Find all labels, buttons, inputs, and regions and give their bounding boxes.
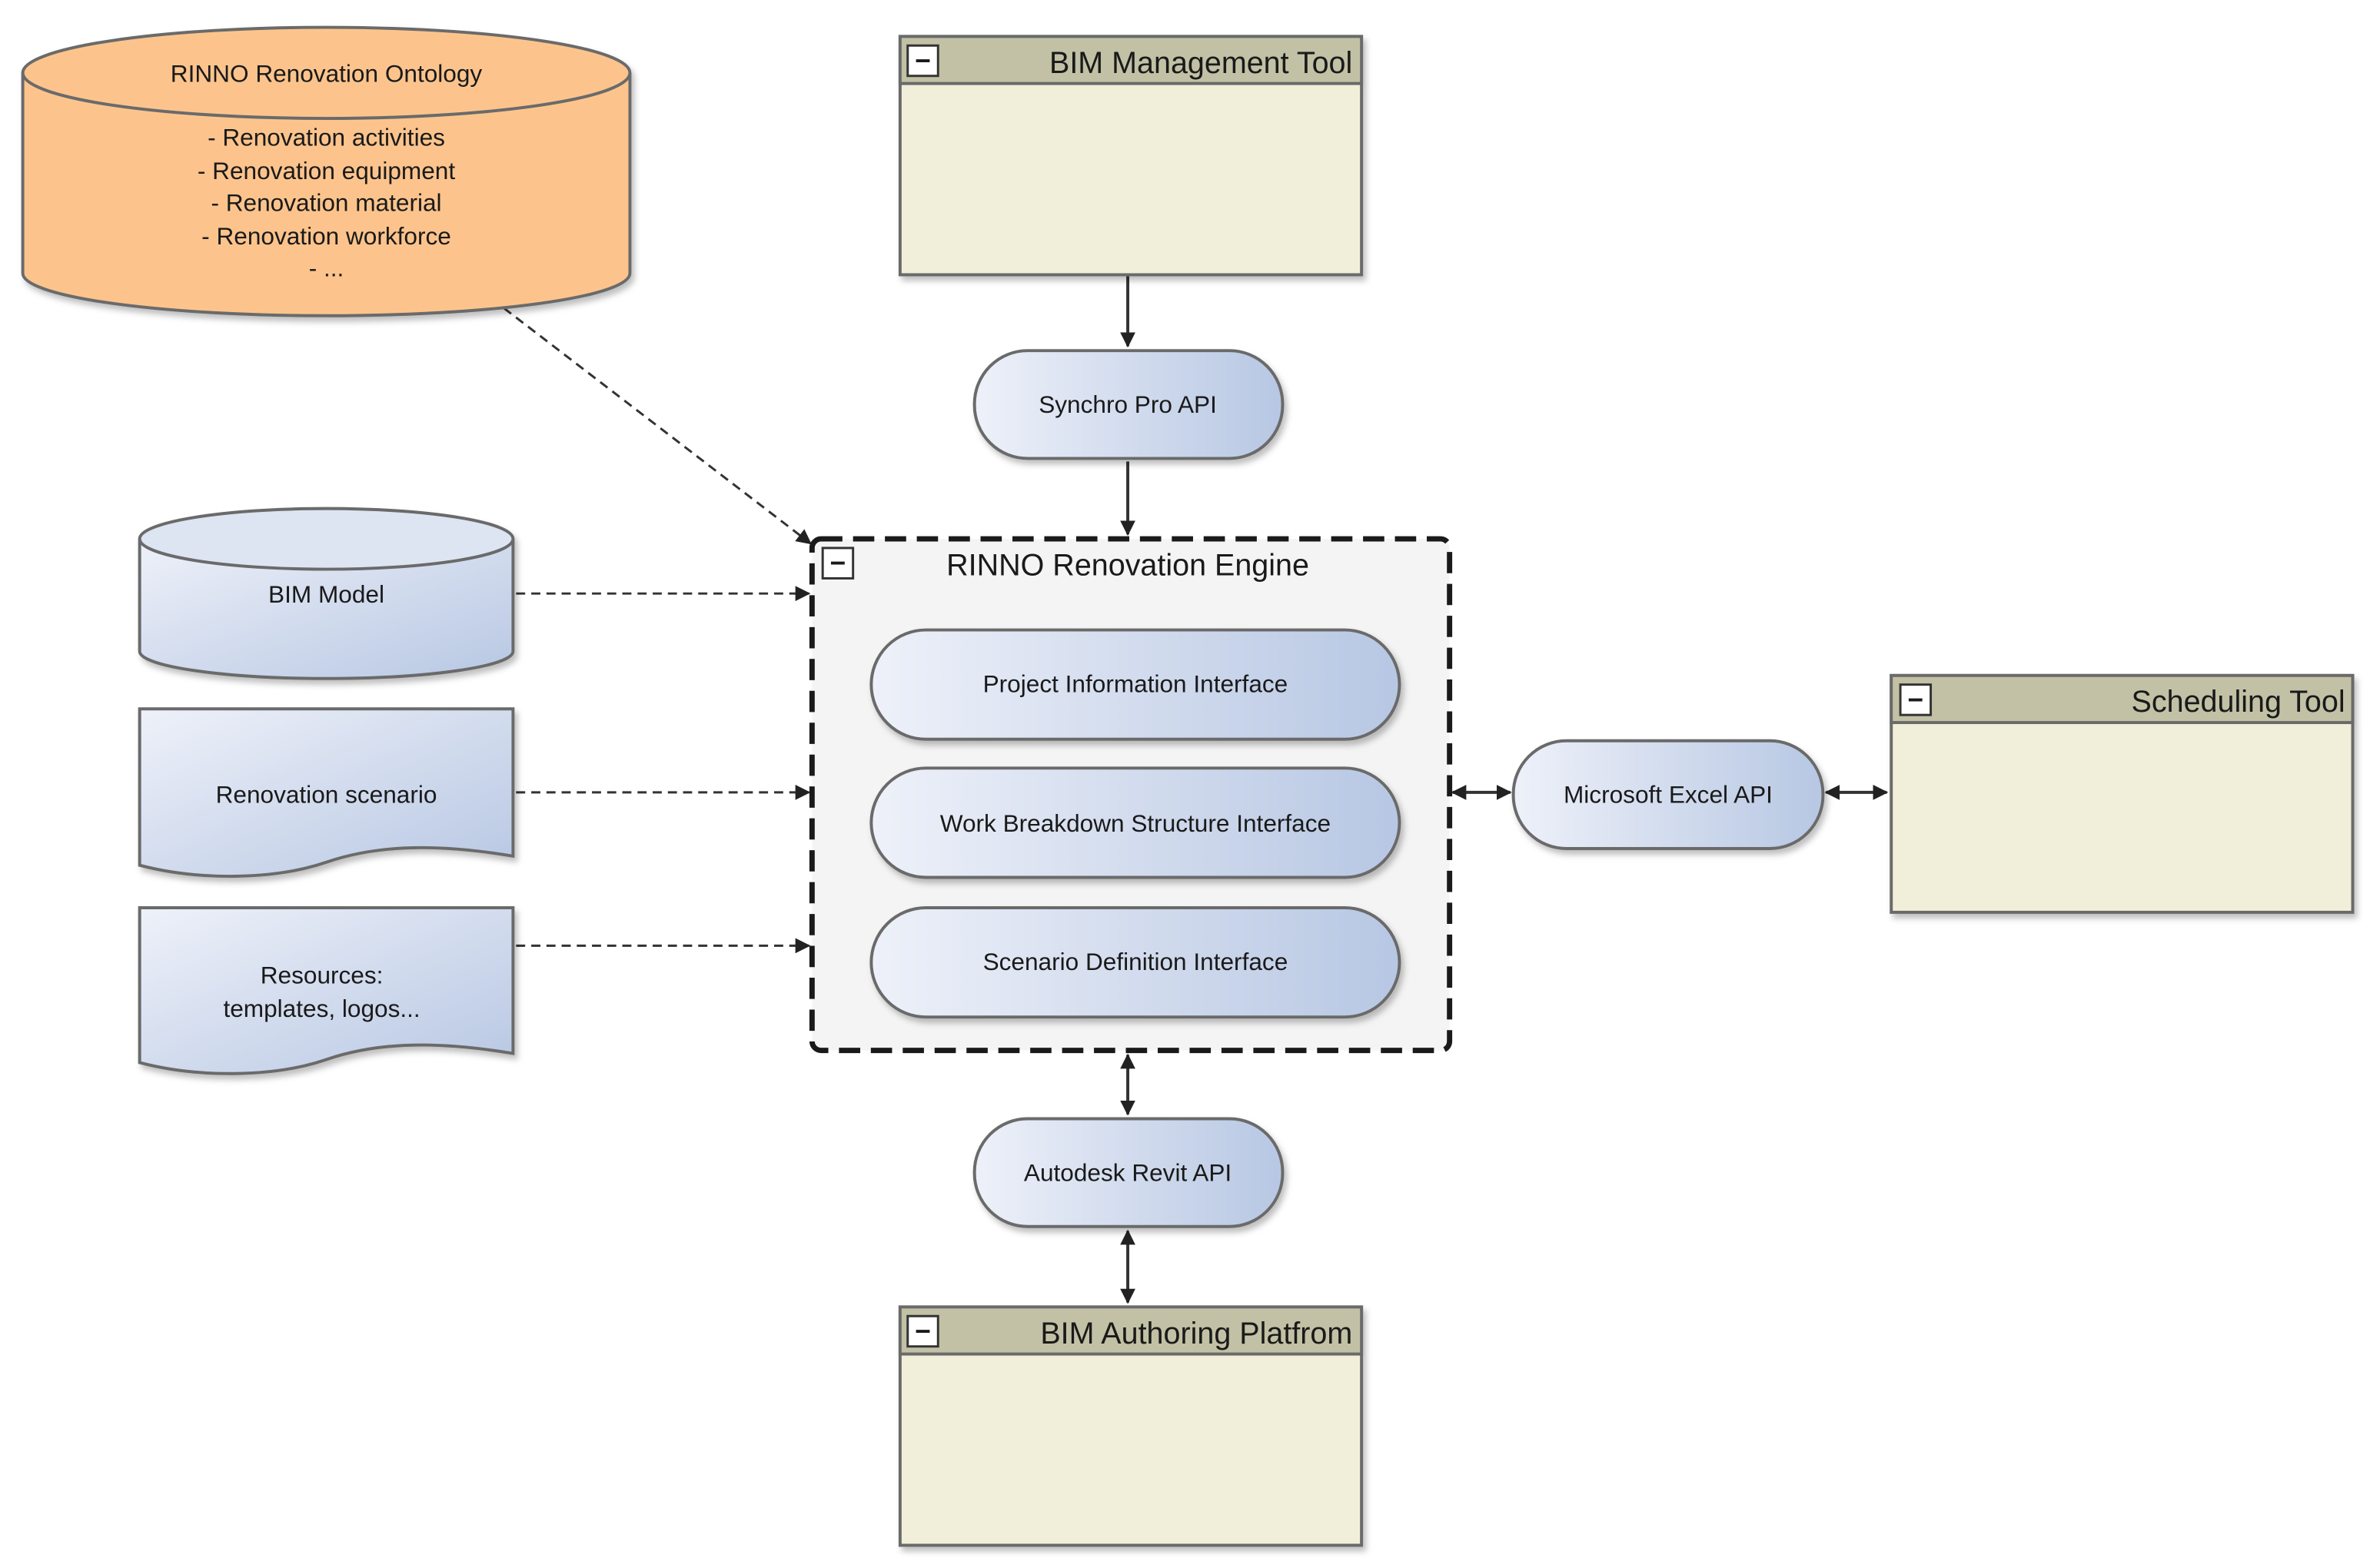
bim-authoring-platform-title: BIM Authoring Platfrom [1040, 1317, 1352, 1350]
resources-document[interactable] [138, 906, 515, 1075]
bim-model-database[interactable] [138, 507, 515, 680]
ontology-item: - ... [309, 254, 344, 281]
bim-management-tool-title: BIM Management Tool [1049, 46, 1352, 80]
renovation-scenario-label: Renovation scenario [216, 781, 437, 809]
svg-text:−: − [915, 45, 931, 76]
interface-label: Work Breakdown Structure Interface [940, 809, 1331, 837]
microsoft-excel-api[interactable] [1511, 739, 1825, 850]
minus-box-icon[interactable]: − [821, 546, 855, 580]
bim-model-label: BIM Model [268, 580, 384, 608]
renovation-scenario-document[interactable] [138, 707, 515, 878]
project-information-interface[interactable] [869, 628, 1401, 741]
minus-box-icon[interactable]: − [906, 1314, 939, 1348]
scheduling-tool-title: Scheduling Tool [2132, 685, 2345, 719]
work-breakdown-structure-interface[interactable] [869, 766, 1401, 879]
svg-text:−: − [830, 548, 846, 579]
ontology-title: RINNO Renovation Ontology [171, 60, 483, 88]
scenario-definition-interface[interactable] [869, 906, 1401, 1019]
bim-authoring-platform[interactable] [898, 1305, 1364, 1547]
synchro-pro-api-label: Synchro Pro API [1039, 390, 1217, 418]
autodesk-revit-api-label: Autodesk Revit API [1024, 1158, 1232, 1186]
ontology-item: - Renovation workforce [201, 222, 451, 250]
ontology-item: - Renovation material [211, 189, 441, 217]
scheduling-tool[interactable] [1890, 673, 2355, 914]
minus-box-icon[interactable]: − [1899, 683, 1933, 716]
ontology-item: - Renovation activities [208, 124, 445, 151]
minus-box-icon[interactable]: − [906, 44, 939, 78]
resources-label: templates, logos... [223, 995, 420, 1022]
engine-title: RINNO Renovation Engine [946, 548, 1309, 582]
ontology-database[interactable] [21, 25, 632, 317]
svg-text:−: − [915, 1316, 931, 1347]
ontology-item: - Renovation equipment [198, 157, 455, 184]
interface-label: Scenario Definition Interface [983, 948, 1288, 975]
interface-label: Project Information Interface [983, 670, 1288, 698]
resources-label: Resources: [261, 962, 384, 989]
synchro-pro-api[interactable] [972, 349, 1285, 460]
connectors [503, 276, 1889, 1304]
microsoft-excel-api-label: Microsoft Excel API [1564, 781, 1773, 809]
svg-text:−: − [1907, 684, 1923, 715]
bim-management-tool[interactable] [898, 35, 1364, 277]
autodesk-revit-api[interactable] [972, 1117, 1285, 1228]
connector-ontology-to-engine [503, 307, 812, 545]
